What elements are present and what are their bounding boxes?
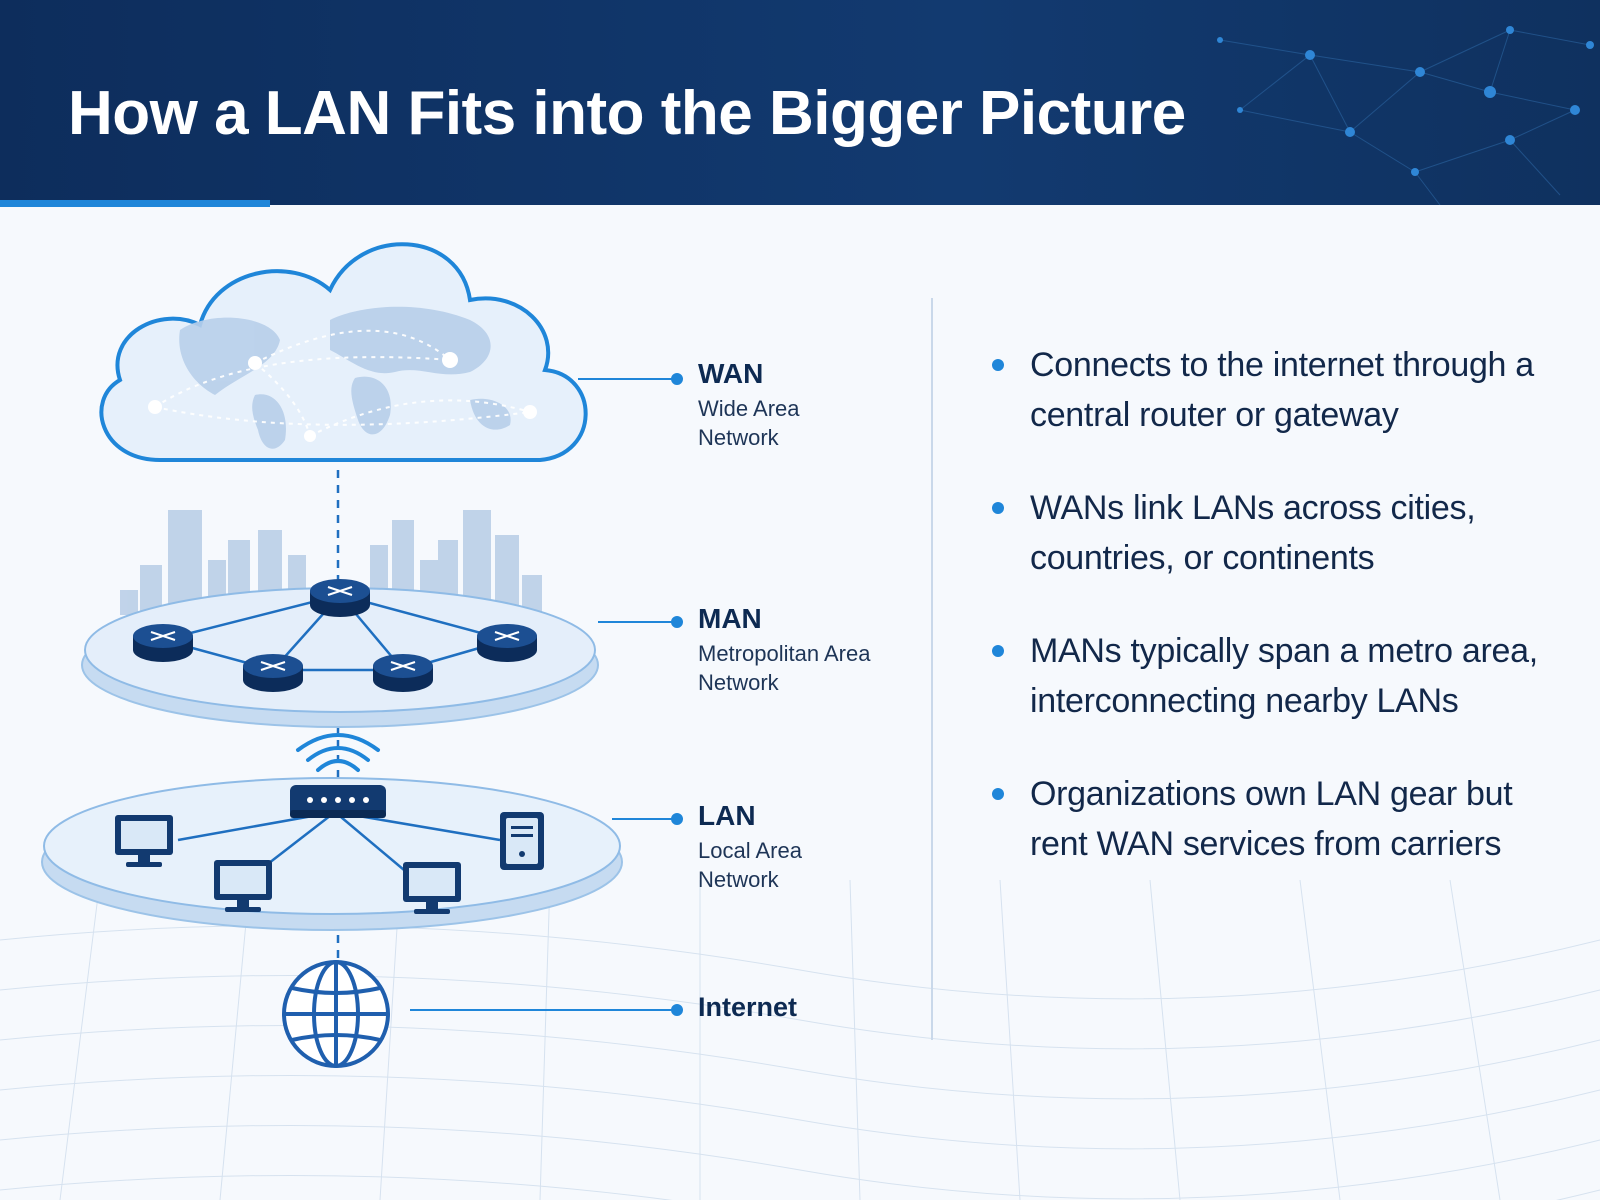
lan-description: Local Area Network: [698, 836, 918, 894]
man-description-line2: Network: [698, 670, 779, 695]
list-item: WANs link LANs across cities, countries,…: [990, 483, 1550, 583]
man-disk: [81, 587, 599, 728]
vertical-divider: [931, 298, 933, 1040]
list-item: Connects to the internet through a centr…: [990, 340, 1550, 440]
bullet-text: Organizations own LAN gear but rent WAN …: [1030, 775, 1513, 863]
bullet-dot-icon: [992, 359, 1004, 371]
cloud-world-map-icon: [99, 242, 588, 462]
man-description: Metropolitan Area Network: [698, 639, 918, 697]
lan-label: LAN: [698, 800, 756, 831]
internet-label: Internet: [698, 992, 798, 1022]
lan-description-line2: Network: [698, 867, 779, 892]
bullet-text: Connects to the internet through a centr…: [1030, 346, 1534, 434]
header-accent-bar: [0, 200, 270, 207]
lan-disk: [41, 777, 623, 931]
bullet-dot-icon: [992, 502, 1004, 514]
list-item: MANs typically span a metro area, interc…: [990, 626, 1550, 726]
computer-monitor-icon: [214, 860, 272, 912]
header-banner: How a LAN Fits into the Bigger Picture: [0, 0, 1600, 205]
globe-icon: [282, 960, 390, 1068]
bullet-dot-icon: [992, 788, 1004, 800]
list-item: Organizations own LAN gear but rent WAN …: [990, 769, 1550, 869]
server-tower-icon: [500, 812, 544, 870]
network-hierarchy-diagram: [41, 242, 683, 1068]
wan-label: WAN: [698, 358, 764, 389]
background-mesh-pattern: [0, 880, 1600, 1200]
key-points-list: Connects to the internet through a centr…: [990, 340, 1550, 869]
bullet-text: MANs typically span a metro area, interc…: [1030, 632, 1538, 720]
man-description-line1: Metropolitan Area: [698, 641, 871, 666]
lan-description-line1: Local Area: [698, 838, 802, 863]
computer-monitor-icon: [115, 815, 173, 867]
lan-router-icon: [290, 785, 386, 818]
wan-description-line2: Network: [698, 425, 779, 450]
router-icons: [133, 579, 537, 692]
network-pattern-icon: [1217, 26, 1594, 205]
wifi-icon: [296, 733, 380, 772]
wan-description-line1: Wide Area: [698, 396, 800, 421]
wan-description: Wide Area Network: [698, 394, 918, 452]
leader-lines: [410, 373, 683, 1016]
computer-monitor-icon: [403, 862, 461, 914]
bullet-dot-icon: [992, 645, 1004, 657]
bullet-text: WANs link LANs across cities, countries,…: [1030, 489, 1476, 577]
page-title: How a LAN Fits into the Bigger Picture: [68, 79, 1186, 148]
man-label: MAN: [698, 603, 762, 634]
